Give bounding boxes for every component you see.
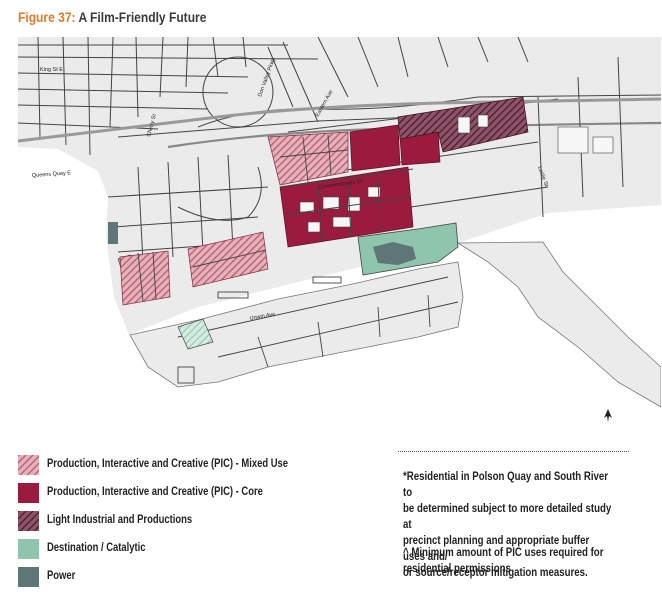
figure-title-text: A Film-Friendly Future [78,9,207,25]
leslie-spit [456,241,661,408]
legend-item-power: Power [18,567,348,587]
legend-label: Light Industrial and Productions [47,514,193,526]
street-label-cherry: Cherry St [146,113,158,137]
pic-core-north [349,124,401,172]
legend-swatch-hatched-mixed-use-icon [18,455,39,475]
pic-mixed-use-south-right [187,231,269,288]
figure-title: Figure 37: A Film-Friendly Future [18,9,206,25]
legend-item-pic-mixed-use: Production, Interactive and Creative (PI… [18,455,348,475]
legend-swatch-solid-core-icon [18,483,39,503]
harbour-water [18,147,130,337]
legend-item-destination: Destination / Catalytic [18,539,348,559]
legend-label: Production, Interactive and Creative (PI… [47,486,263,498]
residential-note: *Residential in Polson Quay and South Ri… [403,471,612,579]
legend-label: Power [47,570,76,582]
street-label-king: King St E [40,67,63,73]
pic-mixed-use-south-left [119,250,171,306]
notes-divider [398,451,629,452]
lake-water [18,337,378,438]
legend-swatch-solid-power-icon [18,567,39,587]
building-footprints [299,114,614,233]
legend-swatch-hatched-light-industrial-icon [18,511,39,531]
north-arrow-icon [604,409,612,422]
minimum-pic-note: ^ Minimum amount of PIC uses required fo… [403,547,604,575]
street-label-unwin: Unwin Ave [249,312,276,322]
lower-peninsula [129,261,464,388]
street-label-queens-quay: Queens Quay E [32,170,72,179]
legend-item-pic-core: Production, Interactive and Creative (PI… [18,483,348,503]
legend-swatch-solid-destination-icon [18,539,39,559]
lower-lots [177,276,459,384]
legend-item-light-industrial: Light Industrial and Productions [18,511,348,531]
legend-label: Destination / Catalytic [47,542,146,554]
street-overlay [137,134,414,302]
figure-number: Figure 37: [18,9,76,25]
site-map: King St E Eastern Ave Cherry St Don Vall… [18,37,661,438]
power-building-west [108,222,118,244]
destination-zone-hatched [177,318,214,350]
power-building-east [373,242,416,265]
expressway [18,97,661,143]
pic-mixed-use-upper [267,131,349,186]
legend-label: Production, Interactive and Creative (PI… [47,458,289,470]
